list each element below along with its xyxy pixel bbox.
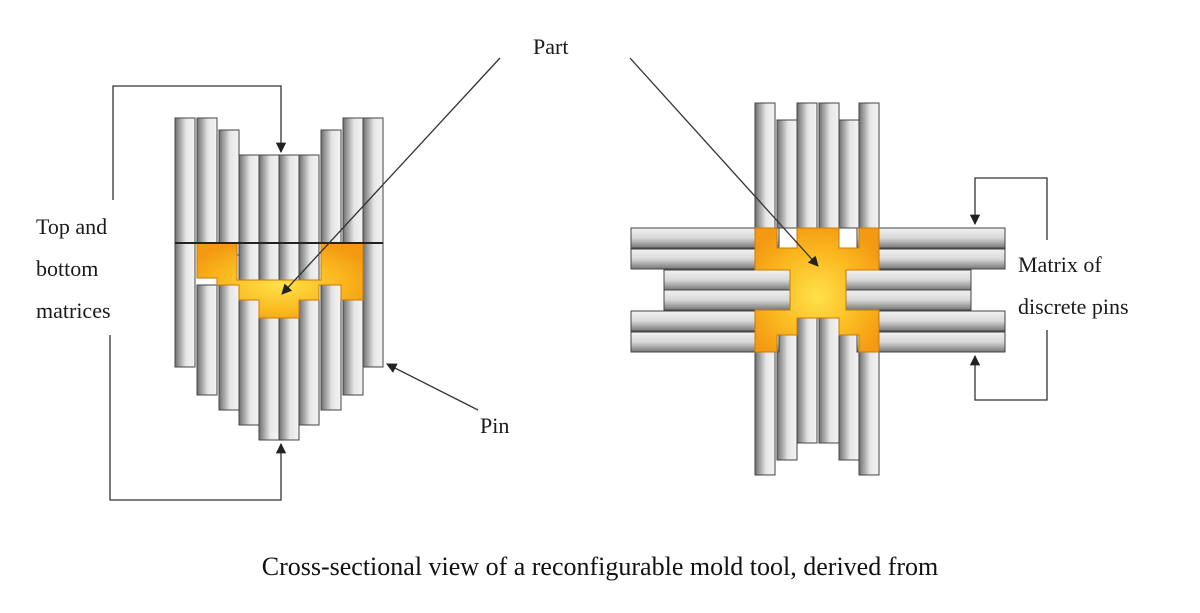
pin [754,349,776,476]
matrix-of-pins-label: Matrix of discrete pins [1018,244,1129,328]
pin [196,284,218,396]
vertical-top-pins [754,102,880,229]
pin [754,102,776,229]
pin-label: Pin [480,405,509,447]
label-line: Matrix of [1018,252,1102,277]
label-line: Top and [36,214,108,239]
pin-leader [386,363,479,411]
pin [663,269,791,291]
pin [630,227,780,249]
pin [278,154,300,281]
bottom-matrix-bracket [109,335,287,501]
pin [362,242,384,368]
pin [818,317,840,444]
pin [858,102,880,229]
bottom-matrix [174,242,384,441]
pin [796,102,818,229]
pin [776,119,798,229]
pin [278,314,300,441]
annotation-lines [109,57,1048,501]
top-matrix-bracket [112,85,287,200]
figure-caption: Cross-sectional view of a reconfigurable… [261,552,939,581]
vertical-bottom-pins [754,317,880,476]
left-mold-tool [174,117,384,441]
horizontal-left-pins [630,227,791,353]
pin [663,289,791,311]
right-mold-tool [630,102,1006,476]
matrix-bracket-bottom [969,330,1048,401]
pin [838,334,860,461]
horizontal-right-pins [845,227,1006,353]
pin [845,269,972,291]
part-shape [196,242,364,319]
pin [818,102,840,229]
matrix-bracket-top [969,177,1048,240]
label-line: bottom [36,256,99,281]
pin [258,154,280,281]
pin [238,154,260,281]
part-label: Part [533,26,568,68]
pin [856,227,1006,249]
pin [298,299,320,426]
pin [258,314,280,441]
pin [218,129,240,256]
pin [174,242,196,368]
pin [174,117,196,244]
pin [845,289,972,311]
pin [856,331,1006,353]
pin [238,299,260,426]
top-bottom-matrices-label: Top and bottom matrices [36,206,111,332]
part-leader-left [281,57,501,295]
pin [196,117,218,244]
part-label-text: Part [533,34,569,59]
pin [838,119,860,229]
top-matrix [174,117,384,281]
pin [320,284,342,411]
label-line: matrices [36,298,111,323]
pin [630,331,780,353]
part-shape [754,227,880,353]
pin [218,284,240,411]
pin-label-text: Pin [480,413,510,438]
label-line: discrete pins [1018,294,1129,319]
part-leader-right [629,57,819,267]
pin [858,349,880,476]
pin [796,317,818,444]
pin [776,334,798,461]
pin [342,284,364,396]
pin [362,117,384,244]
pin [320,129,342,256]
pin [298,154,320,281]
